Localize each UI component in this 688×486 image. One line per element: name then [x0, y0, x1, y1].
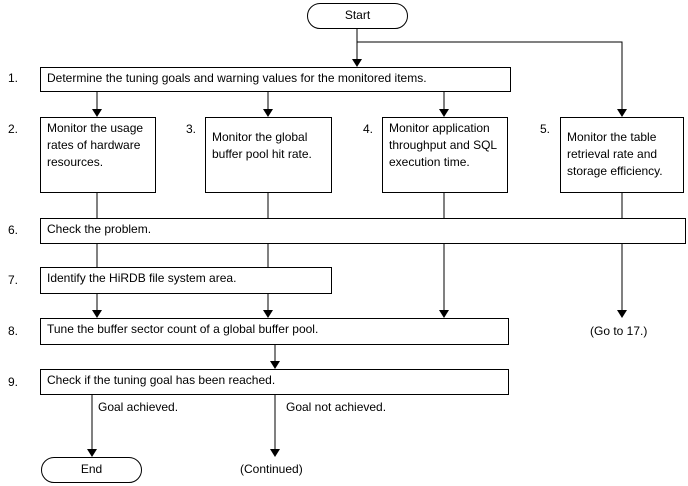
- step-8-box: Tune the buffer sector count of a global…: [40, 318, 509, 345]
- goal-not-achieved-label: Goal not achieved.: [286, 400, 387, 414]
- goal-achieved-label: Goal achieved.: [98, 400, 179, 414]
- step-number-2: 2.: [8, 122, 19, 136]
- step-5-text: Monitor the table retrieval rate and sto…: [567, 130, 663, 178]
- step-1-text: Determine the tuning goals and warning v…: [47, 71, 427, 85]
- continued-label: (Continued): [240, 462, 303, 476]
- step-4-text: Monitor application throughput and SQL e…: [389, 121, 497, 169]
- step-number-1: 1.: [8, 71, 19, 85]
- step-number-8: 8.: [8, 324, 19, 338]
- step-7-box: Identify the HiRDB file system area.: [40, 267, 332, 294]
- end-label: End: [80, 462, 103, 476]
- step-number-4: 4.: [363, 122, 374, 136]
- step-number-6: 6.: [8, 223, 19, 237]
- step-2-text: Monitor the usage rates of hardware reso…: [47, 121, 144, 169]
- step-9-box: Check if the tuning goal has been reache…: [40, 369, 509, 395]
- start-label: Start: [344, 8, 371, 22]
- step-7-text: Identify the HiRDB file system area.: [47, 271, 237, 285]
- step-number-7: 7.: [8, 273, 19, 287]
- step-number-5: 5.: [540, 122, 551, 136]
- arrow-start-to-step5: [357, 41, 627, 117]
- step-5-box: Monitor the table retrieval rate and sto…: [560, 117, 684, 193]
- step-2-box: Monitor the usage rates of hardware reso…: [40, 117, 156, 193]
- step-number-9: 9.: [8, 375, 19, 389]
- step-4-box: Monitor application throughput and SQL e…: [382, 117, 508, 193]
- goto-17-label: (Go to 17.): [590, 324, 648, 338]
- step-6-text: Check the problem.: [47, 222, 152, 236]
- step-3-box: Monitor the global buffer pool hit rate.: [205, 117, 332, 193]
- end-terminal: End: [41, 457, 142, 483]
- step-9-text: Check if the tuning goal has been reache…: [47, 373, 276, 387]
- step-1-box: Determine the tuning goals and warning v…: [40, 67, 511, 92]
- step-number-3: 3.: [186, 122, 197, 136]
- start-terminal: Start: [307, 3, 408, 29]
- step-3-text: Monitor the global buffer pool hit rate.: [212, 130, 312, 161]
- step-8-text: Tune the buffer sector count of a global…: [47, 322, 319, 336]
- step-6-box: Check the problem.: [40, 218, 686, 244]
